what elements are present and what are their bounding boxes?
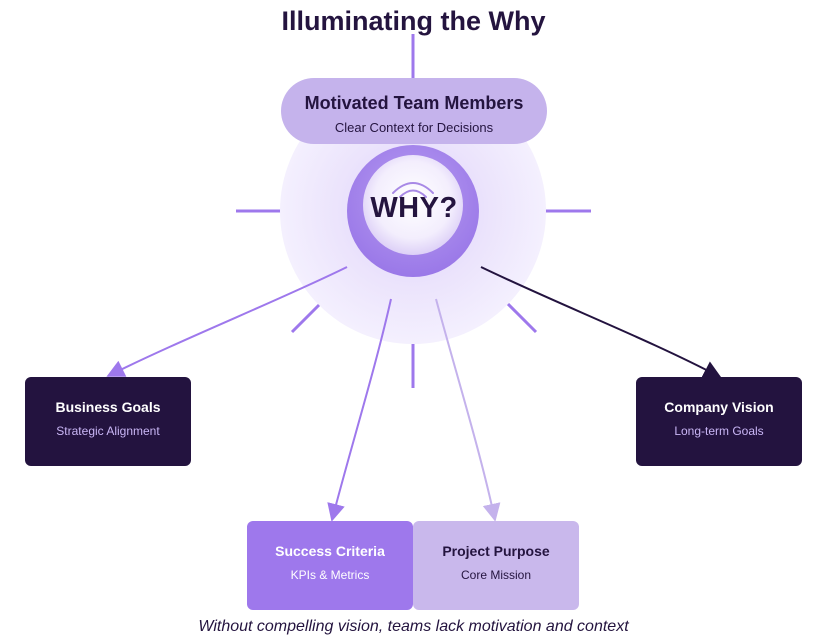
motivated-team-members-title: Motivated Team Members [304,93,524,113]
arrow-to-success-criteria [327,298,392,522]
success-criteria-title: Success Criteria [275,543,385,559]
company-vision-node: Company Vision Long-term Goals [636,377,802,466]
success-criteria-node: Success Criteria KPIs & Metrics [247,521,413,610]
why-inner-circle [363,155,463,255]
project-purpose-node: Project Purpose Core Mission [413,521,579,610]
why-label: WHY? [370,192,458,224]
business-goals-title: Business Goals [55,399,161,415]
business-goals-node: Business Goals Strategic Alignment [25,377,191,466]
business-goals-subtitle: Strategic Alignment [56,424,160,438]
arrow-to-project-purpose [435,298,501,522]
company-vision-title: Company Vision [664,399,774,415]
arrow-to-business-goals [106,266,348,377]
success-criteria-subtitle: KPIs & Metrics [290,568,370,582]
project-purpose-subtitle: Core Mission [460,568,532,582]
arrow-to-company-vision [480,266,722,378]
project-purpose-title: Project Purpose [442,543,550,559]
signal-arcs-icon [392,182,434,198]
diagram-title: Illuminating the Why [281,6,546,36]
motivated-team-members-node: Motivated Team Members Clear Context for… [281,78,547,144]
motivated-team-members-subtitle: Clear Context for Decisions [334,120,494,135]
diagram-caption: Without compelling vision, teams lack mo… [198,618,629,635]
company-vision-subtitle: Long-term Goals [674,424,764,438]
